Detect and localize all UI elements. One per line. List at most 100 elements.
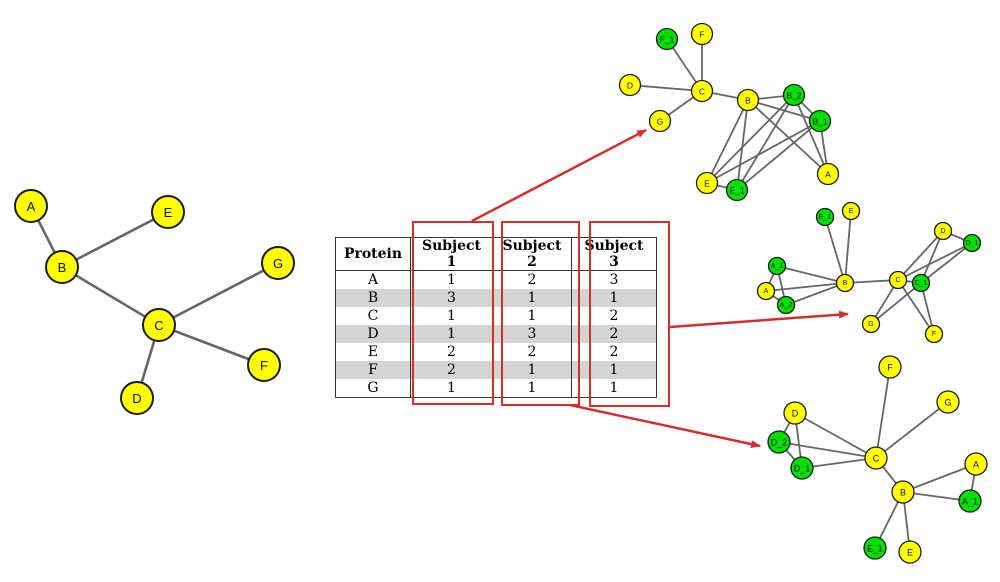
edge-B-C	[61, 265, 160, 327]
table-header-row: Protein Subject 1 Subject 2 Subject 3	[335, 237, 657, 271]
node-circle	[618, 73, 642, 97]
edge-B_2-A	[793, 94, 829, 175]
node-label: C	[873, 454, 880, 464]
node-e: E	[898, 540, 922, 564]
node-label: F_1	[660, 35, 675, 45]
node-d-1: D_1	[790, 456, 814, 480]
node-circle	[863, 536, 887, 560]
node-c: C	[864, 446, 888, 470]
node-circle	[964, 452, 988, 476]
node-label: D	[627, 81, 633, 91]
node-label: C_1	[915, 280, 928, 287]
node-circle	[891, 480, 915, 504]
node-g: G	[936, 390, 960, 414]
protein-cell: B	[335, 289, 411, 307]
node-label: A_1	[962, 497, 978, 507]
protein-cell: D	[335, 325, 411, 343]
edge-B-A	[765, 282, 846, 292]
table-row: D 1 3 2	[335, 325, 657, 343]
node-e-1: E_1	[725, 178, 749, 202]
node-circle	[864, 446, 888, 470]
node-e-1: E_1	[815, 207, 835, 227]
count-cell: 2	[571, 307, 657, 325]
node-d: D	[783, 401, 807, 425]
node-circle	[861, 314, 881, 334]
count-cell: 1	[410, 270, 493, 289]
node-label: E	[704, 179, 710, 189]
node-label: A_1	[771, 263, 784, 270]
base-edges	[29, 205, 279, 399]
node-c: C	[888, 270, 908, 290]
edge-B-E_1	[736, 99, 749, 191]
count-cell: 1	[492, 361, 572, 379]
node-label: G	[868, 321, 873, 328]
node-a: A	[964, 452, 988, 476]
node-f-1: F_1	[655, 27, 679, 51]
protein-cell: G	[335, 379, 411, 398]
table-row: E 2 2 2	[335, 343, 657, 361]
count-cell: 1	[410, 325, 493, 343]
node-d-2: D_2	[767, 430, 791, 454]
node-label: F	[887, 363, 893, 373]
node-circle	[841, 201, 861, 221]
node-e: E	[151, 195, 185, 229]
node-label: A	[764, 288, 769, 295]
count-cell: 1	[492, 307, 572, 325]
edge-C-D_1	[897, 242, 973, 281]
node-circle	[695, 171, 719, 195]
node-b: B	[45, 250, 79, 284]
node-label: A	[973, 460, 979, 470]
node-label: B	[58, 260, 67, 275]
node-circle	[962, 233, 982, 253]
node-label: D_1	[794, 464, 811, 474]
count-cell: 2	[492, 270, 572, 289]
edge-B_2-E_1	[736, 94, 795, 191]
count-cell: 3	[571, 270, 657, 289]
node-circle	[783, 401, 807, 425]
table-row: F 2 1 1	[335, 361, 657, 379]
count-cell: 2	[571, 343, 657, 361]
node-label: F	[260, 358, 268, 373]
edge-B-E	[844, 210, 852, 284]
node-circle	[958, 489, 982, 513]
node-circle	[933, 221, 953, 241]
node-label: B	[745, 96, 751, 106]
node-label: C	[895, 277, 900, 284]
node-circle	[14, 189, 48, 223]
edge-C-F	[897, 279, 935, 335]
node-label: D	[940, 228, 945, 235]
node-c: C	[142, 308, 176, 342]
edge-C-D	[794, 412, 877, 459]
node-circle	[911, 273, 931, 293]
node-g: G	[861, 314, 881, 334]
node-circle	[655, 27, 679, 51]
edge-C-D_1	[801, 457, 877, 469]
edge-B-A	[902, 463, 977, 493]
header-protein: Protein	[335, 237, 411, 271]
edge-C-G	[875, 401, 949, 459]
node-circle	[808, 109, 832, 133]
node-f: F	[924, 324, 944, 344]
header-subject-3: Subject 3	[571, 237, 657, 271]
node-circle	[898, 540, 922, 564]
count-cell: 2	[571, 325, 657, 343]
node-b: B	[736, 88, 760, 112]
node-d: D	[933, 221, 953, 241]
protein-count-table: Protein Subject 1 Subject 2 Subject 3 A …	[335, 237, 657, 398]
count-cell: 2	[492, 343, 572, 361]
edge-B-E_1	[824, 216, 846, 284]
count-cell: 1	[492, 289, 572, 307]
count-cell: 1	[410, 379, 493, 398]
node-a-1: A_1	[958, 489, 982, 513]
count-cell: 2	[410, 343, 493, 361]
edge-C-G	[158, 261, 279, 327]
node-circle	[835, 273, 855, 293]
node-label: G	[273, 256, 283, 271]
edge-B_1-E_1	[736, 120, 821, 191]
node-label: C	[699, 87, 705, 97]
node-a-1: A_1	[767, 256, 787, 276]
table-row: G 1 1 1	[335, 379, 657, 398]
node-label: E	[907, 548, 913, 558]
